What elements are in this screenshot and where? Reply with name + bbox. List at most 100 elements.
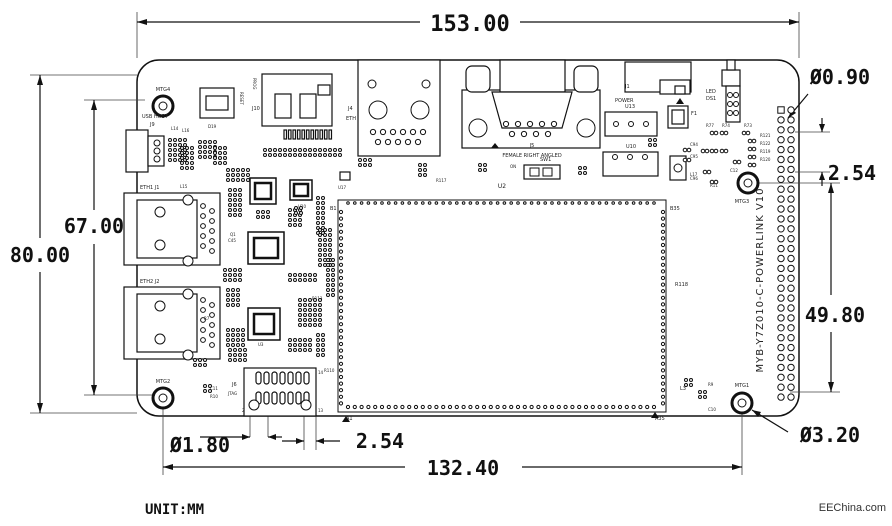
header-pin xyxy=(787,324,795,332)
svg-text:LED: LED xyxy=(706,89,716,95)
header-pin xyxy=(787,136,795,144)
svg-text:J4: J4 xyxy=(347,106,353,112)
led-ds1: LED DS1 xyxy=(706,59,741,123)
header-pin xyxy=(787,175,795,184)
header-pin xyxy=(787,343,795,352)
svg-text:C94: C94 xyxy=(690,142,698,147)
svg-text:J6: J6 xyxy=(231,382,237,388)
svg-text:R118: R118 xyxy=(675,282,688,288)
svg-text:R10: R10 xyxy=(210,394,218,399)
header-pin xyxy=(777,225,785,233)
svg-text:MTG1: MTG1 xyxy=(735,383,749,389)
svg-text:C45: C45 xyxy=(228,238,236,243)
header-pin xyxy=(787,373,795,381)
dim-header-height-label: 49.80 xyxy=(805,303,865,327)
svg-text:DS1: DS1 xyxy=(706,96,716,102)
svg-text:L15: L15 xyxy=(180,184,188,189)
svg-text:R74: R74 xyxy=(722,123,730,128)
watermark: EEChina.com xyxy=(819,502,886,514)
svg-text:ETH2 J2: ETH2 J2 xyxy=(140,279,159,285)
board-name: MYB-Y7Z010-C-POWERLINK V10 xyxy=(755,188,766,373)
db9-connector-j5: J5 FEMALE RIGHT ANGLED xyxy=(461,59,601,159)
mounting-hole-mtg4: MTG4 xyxy=(151,87,175,118)
header-pin xyxy=(787,126,795,134)
svg-text:L3: L3 xyxy=(680,386,686,392)
svg-text:R120: R120 xyxy=(760,157,771,162)
dim-mount-hole-span: 132.40 xyxy=(162,398,743,480)
header-pin xyxy=(777,353,785,362)
svg-text:U10: U10 xyxy=(626,144,636,150)
regulator-u13: U13 xyxy=(604,104,658,137)
svg-text:RESET: RESET xyxy=(239,92,244,105)
header-pin xyxy=(787,334,795,342)
dim-eth-height-label: 67.00 xyxy=(64,214,124,238)
svg-text:R117: R117 xyxy=(436,178,447,183)
dim-header-pitch-label: 2.54 xyxy=(828,161,876,185)
svg-text:ETH1 J1: ETH1 J1 xyxy=(140,185,159,191)
svg-text:Q1: Q1 xyxy=(230,232,236,237)
header-pin xyxy=(777,165,785,174)
svg-text:JTAG: JTAG xyxy=(227,391,237,396)
dim-mount-hole-dia: Ø3.20 xyxy=(751,409,860,447)
svg-text:FEMALE RIGHT ANGLED: FEMALE RIGHT ANGLED xyxy=(502,153,562,159)
svg-text:L16: L16 xyxy=(182,128,190,133)
svg-text:L14: L14 xyxy=(171,126,179,131)
header-pin xyxy=(777,304,785,312)
mounting-hole-mtg1: MTG1 xyxy=(730,383,754,415)
svg-text:13: 13 xyxy=(318,408,324,413)
header-pin xyxy=(777,264,785,273)
header-pin xyxy=(787,185,795,193)
svg-text:F1: F1 xyxy=(691,111,697,117)
header-pin xyxy=(787,155,795,164)
ethernet-jack-j4: J4 ETH xyxy=(346,59,441,157)
svg-text:MTG2: MTG2 xyxy=(156,379,170,385)
expansion-header xyxy=(777,106,795,401)
svg-text:R77: R77 xyxy=(706,123,714,128)
svg-text:2: 2 xyxy=(242,408,245,413)
dim-board-height: 80.00 xyxy=(10,74,137,414)
svg-text:ETH: ETH xyxy=(346,116,356,122)
header-pin xyxy=(777,205,785,213)
svg-text:MTG4: MTG4 xyxy=(156,87,170,93)
svg-text:R121: R121 xyxy=(760,133,771,138)
svg-text:C11: C11 xyxy=(210,386,218,391)
header-pin xyxy=(777,274,785,282)
header-pin xyxy=(787,383,795,391)
svg-text:R122: R122 xyxy=(760,141,771,146)
svg-text:J5: J5 xyxy=(529,143,535,149)
header-pin xyxy=(777,126,785,134)
header-pin xyxy=(787,215,795,223)
fuse-f1: F1 xyxy=(667,105,697,129)
jtag-header-j6: J6 JTAG 14 13 2 xyxy=(227,367,324,417)
header-pin xyxy=(787,304,795,312)
svg-text:U2: U2 xyxy=(498,183,506,190)
svg-text:A1: A1 xyxy=(346,416,353,422)
header-pin xyxy=(777,254,785,263)
chip-u17: U17 xyxy=(338,171,351,190)
mounting-hole-mtg2: MTG2 xyxy=(151,379,175,410)
header-pin xyxy=(787,254,795,263)
header-pin xyxy=(787,225,795,233)
header-pin xyxy=(787,116,795,124)
header-pin xyxy=(777,284,785,292)
ethernet-jack-eth2: ETH2 J2 xyxy=(123,279,221,361)
svg-text:R7: R7 xyxy=(204,316,210,321)
header-pin xyxy=(777,324,785,332)
svg-text:R11: R11 xyxy=(710,183,718,188)
switch-chip: C45 xyxy=(228,231,285,265)
passives-right-top xyxy=(682,130,757,185)
phy-chip-3: U3 xyxy=(247,307,281,347)
svg-text:D19: D19 xyxy=(208,124,217,129)
svg-text:R110: R110 xyxy=(324,368,335,373)
header-pin xyxy=(777,195,785,203)
ethernet-phy-chip-2: U20 xyxy=(289,179,313,209)
header-pin xyxy=(777,106,785,114)
header-pin xyxy=(787,165,795,174)
header-pin xyxy=(777,235,785,243)
svg-text:C96: C96 xyxy=(690,176,698,181)
reset-button: RESET xyxy=(199,87,244,119)
svg-text:C12: C12 xyxy=(730,168,738,173)
dim-jtag-pitch-label: 2.54 xyxy=(356,429,404,453)
inductor-l17: L17 xyxy=(669,155,698,181)
header-pin xyxy=(777,314,785,322)
